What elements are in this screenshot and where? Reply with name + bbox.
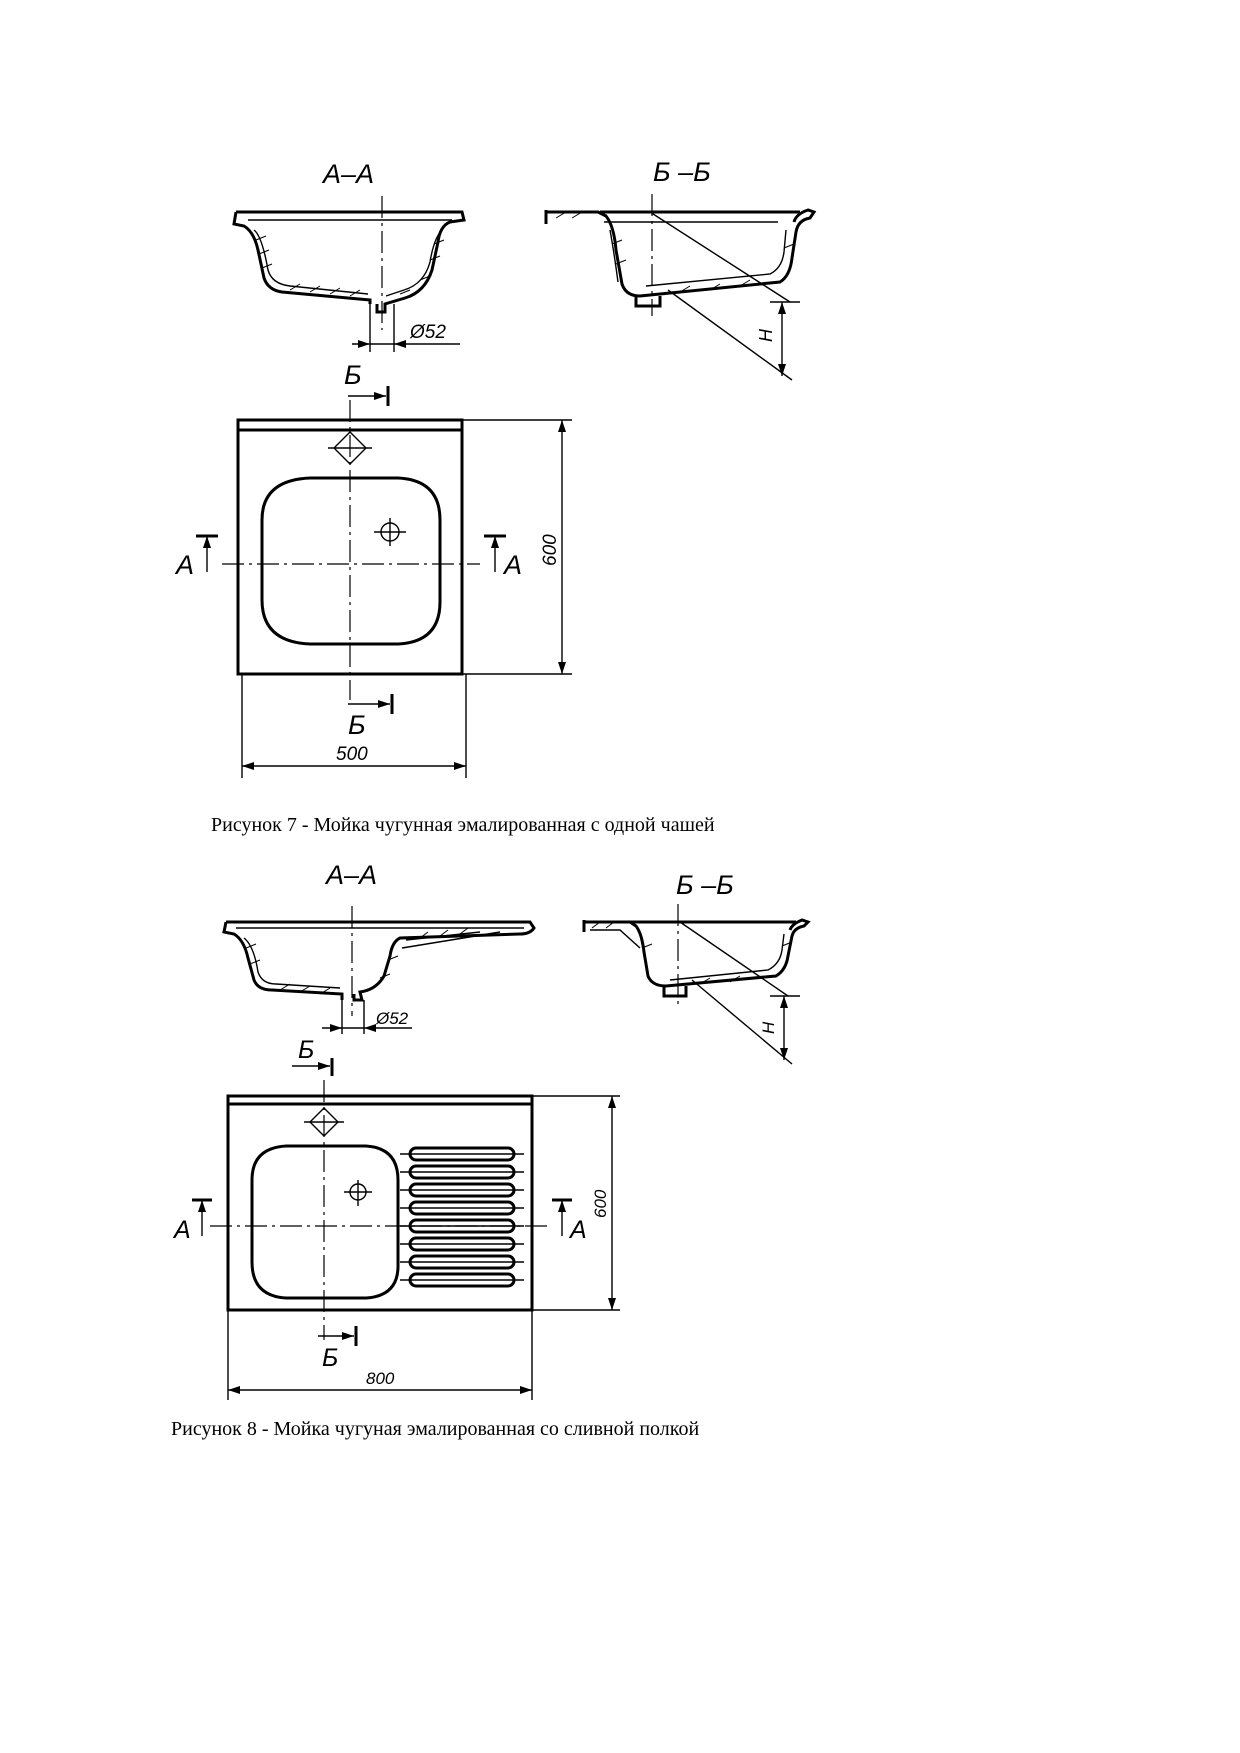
fig8-cut-a-right: А: [568, 1216, 587, 1244]
figure-8: А–А Ø52 Б –Б: [172, 860, 811, 1400]
fig7-section-aa: А–А Ø52: [232, 159, 466, 352]
fig8-diameter-label: Ø52: [375, 1009, 409, 1028]
fig7-cut-b-bottom: Б: [348, 710, 366, 740]
fig8-section-bb-label: Б –Б: [676, 870, 734, 900]
fig7-cut-b-top: Б: [344, 360, 362, 390]
fig7-bb-hatching: [555, 211, 795, 293]
fig8-plan-view: Б: [172, 1036, 620, 1400]
fig7-depth-dimension: 600: [540, 534, 561, 566]
fig7-section-bb: Б –Б H: [544, 157, 817, 381]
fig7-section-bb-label: Б –Б: [653, 157, 711, 187]
fig7-cut-a-left: А: [174, 550, 194, 580]
fig7-aa-hatching: [255, 235, 445, 297]
fig7-cut-a-right: А: [502, 550, 522, 580]
fig8-cut-b-bottom: Б: [322, 1344, 338, 1372]
fig7-width-dimension: 500: [336, 744, 368, 765]
figure-7: А–А Ø52 Б –Б: [174, 157, 817, 778]
fig8-section-aa-label: А–А: [324, 860, 377, 890]
fig8-depth-dimension: 600: [591, 1189, 610, 1218]
fig8-drain-grooves: [400, 1146, 524, 1288]
fig8-cut-a-left: А: [172, 1216, 191, 1244]
fig8-width-dimension: 800: [366, 1369, 395, 1388]
fig7-section-aa-label: А–А: [321, 159, 374, 189]
fig8-aa-hatching: [245, 927, 469, 995]
fig7-height-label: H: [756, 328, 776, 342]
fig8-height-label: H: [759, 1021, 778, 1034]
fig7-diameter-label: Ø52: [409, 322, 446, 343]
fig8-bb-hatching: [591, 921, 793, 985]
fig7-plan-view: Б А А Б: [174, 360, 572, 778]
fig8-cut-b-top: Б: [298, 1036, 314, 1064]
figure-8-caption: Рисунок 8 - Мойка чугуная эмалированная …: [171, 1418, 700, 1440]
fig8-section-bb: Б –Б H: [582, 870, 811, 1065]
figure-7-caption: Рисунок 7 - Мойка чугунная эмалированная…: [211, 814, 715, 836]
fig8-section-aa: А–А Ø52: [222, 860, 536, 1034]
